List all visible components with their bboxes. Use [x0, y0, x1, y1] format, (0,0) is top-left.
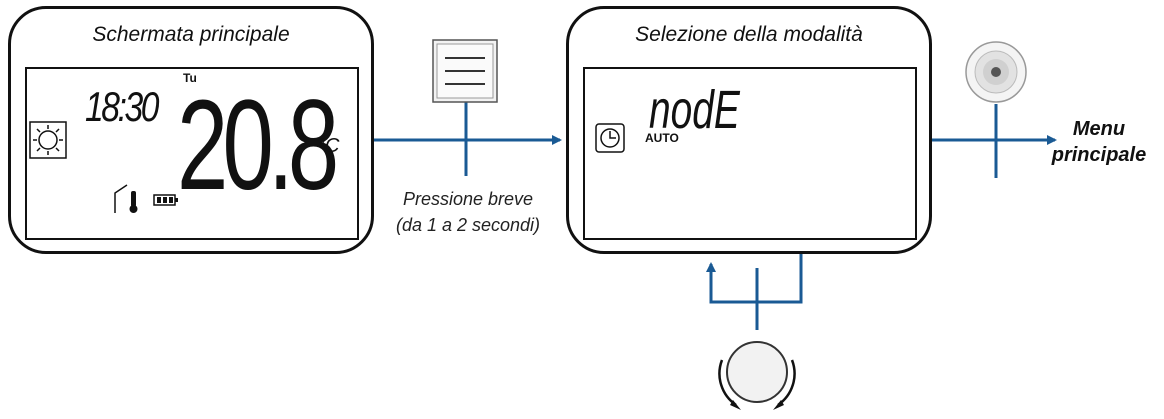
- press-caption: Pressione breve (da 1 a 2 secondi): [368, 186, 568, 238]
- ok-button-icon[interactable]: [965, 41, 1027, 103]
- arrow-main-to-mode: [374, 102, 562, 176]
- main-screen-panel: Schermata principale Tu 18:30 20.8 °C: [8, 6, 374, 254]
- exit-label: Menu principale: [1040, 116, 1158, 168]
- main-lcd: Tu 18:30 20.8 °C: [25, 67, 359, 240]
- clock-icon: [595, 123, 625, 153]
- mode-value: AUTO: [645, 131, 679, 145]
- temperature-unit: °C: [317, 135, 340, 157]
- mode-selection-title: Selezione della modalità: [635, 23, 863, 46]
- press-caption-line2: (da 1 a 2 secondi): [395, 215, 541, 235]
- rotary-knob-icon[interactable]: [718, 341, 796, 410]
- battery-icon: [153, 194, 178, 206]
- mode-text: nodE: [649, 80, 740, 140]
- sun-icon: [29, 121, 67, 159]
- press-caption-line1: Pressione breve: [402, 189, 534, 209]
- day-label: Tu: [183, 71, 197, 85]
- menu-button-icon[interactable]: [432, 39, 498, 103]
- time-display: 18:30: [85, 83, 159, 130]
- exit-label-line1: Menu: [1072, 118, 1126, 140]
- exit-label-line2: principale: [1051, 144, 1147, 166]
- temperature-display: 20.8: [177, 74, 339, 217]
- thermometer-icon: [114, 184, 138, 213]
- main-screen-title: Schermata principale: [92, 23, 290, 46]
- arrow-rotary-loop: [706, 254, 803, 330]
- mode-lcd: nodE AUTO: [583, 67, 917, 240]
- mode-selection-panel: Selezione della modalità nodE AUTO: [566, 6, 932, 254]
- arrow-mode-to-menu: [932, 104, 1057, 178]
